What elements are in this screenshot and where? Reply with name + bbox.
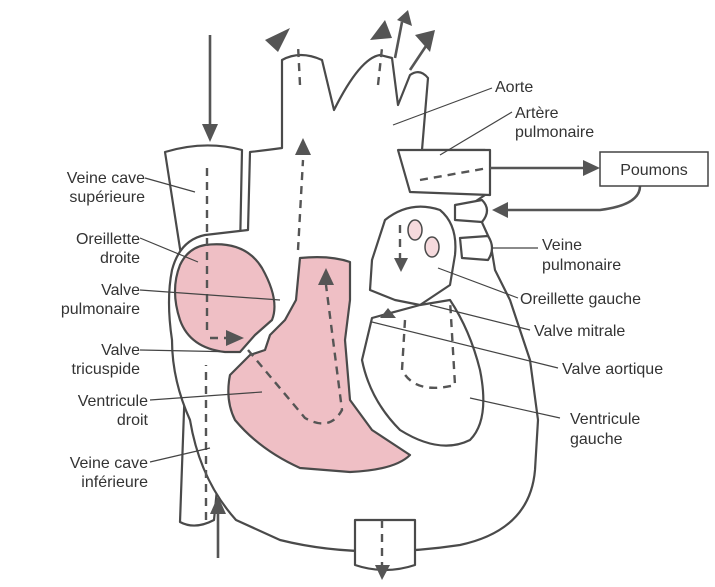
pulmonary-vein-opening-2 [425,237,439,257]
label-va: Valve aortique [562,361,663,378]
label-od-2: droite [100,250,140,267]
descending-aorta [355,520,415,570]
label-vci-2: inférieure [81,474,148,491]
label-artere-1: Artère [515,105,559,122]
label-artere-2: pulmonaire [515,124,594,141]
label-vp-1: Valve [101,282,140,299]
label-vm: Valve mitrale [534,323,625,340]
label-od-1: Oreillette [76,231,140,248]
label-vt-1: Valve [101,342,140,359]
pulmonary-vein-opening-1 [408,220,422,240]
label-veinepulm-2: pulmonaire [542,257,621,274]
label-vd-1: Ventricule [78,393,148,410]
leader-artere [440,112,512,155]
label-vt-2: tricuspide [72,361,141,378]
label-vp-2: pulmonaire [61,301,140,318]
arrow-up-2 [370,20,392,40]
label-veinepulm-1: Veine [542,237,582,254]
pulmonary-vein-lower [460,236,492,260]
arrow-up-1 [265,28,290,52]
poumons-label: Poumons [620,162,688,179]
arrow-from-poumons-head [492,202,508,218]
arrow-up-2b [397,10,412,26]
label-vcs-1: Veine cave [67,170,145,187]
arrow-up-3-shaft [410,40,430,70]
arrow-aorta-down-head [375,565,390,580]
arrow-into-svc-head [202,124,218,142]
label-og: Oreillette gauche [520,291,641,308]
label-vd-2: droit [117,412,149,429]
label-vg-2: gauche [570,431,623,448]
label-aorte: Aorte [495,79,533,96]
arrow-up-2-shaft [395,22,402,58]
label-vcs-2: supérieure [69,189,145,206]
pulmonary-artery-branch [398,150,490,195]
label-vg-1: Ventricule [570,411,640,428]
label-vci-1: Veine cave [70,455,148,472]
pulmonary-vein-upper [455,200,487,222]
arrow-from-poumons [505,186,640,210]
arrow-to-poumons-head [583,160,600,176]
